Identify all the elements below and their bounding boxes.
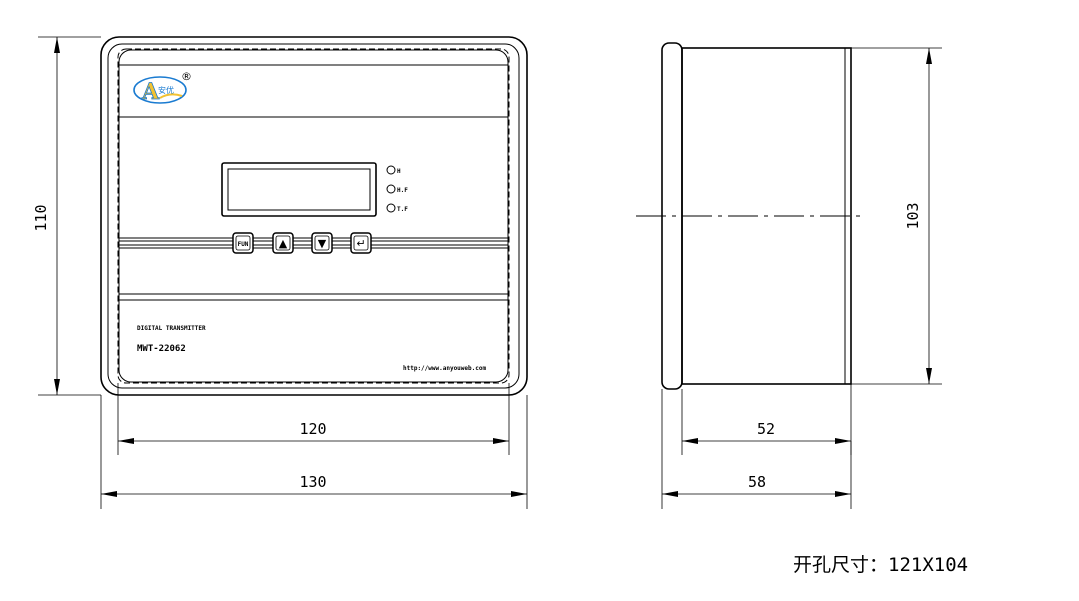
url-label: http://www.anyouweb.com	[403, 365, 486, 372]
front-face	[118, 49, 509, 383]
brand-logo: A 安优 ®	[133, 70, 192, 105]
led-h-icon	[386, 165, 396, 175]
dim-front-height: 110	[32, 36, 101, 396]
enter-arrow-icon: ↵	[356, 237, 365, 250]
led-tf-label: T.F	[397, 206, 408, 213]
logo-text: 安优	[158, 85, 174, 95]
enter-button[interactable]: ↵	[350, 232, 372, 254]
front-view: A 安优 ® H H.F T.F FUN	[100, 36, 528, 396]
dim-58-label: 58	[748, 473, 766, 491]
dim-body-depth: 52	[681, 384, 852, 455]
dim-130-label: 130	[299, 473, 326, 491]
indicator-leds: H H.F T.F	[386, 165, 408, 213]
lcd-display-outer	[221, 162, 377, 217]
registered-mark: ®	[181, 70, 192, 83]
panel-cutline	[117, 48, 510, 384]
dim-side-height: 103	[851, 47, 942, 385]
fun-button-label: FUN	[238, 241, 249, 248]
model-label: MWT-22062	[137, 344, 186, 354]
outer-bezel	[100, 36, 528, 396]
down-arrow-icon: ▼	[318, 237, 327, 250]
led-hf-icon	[386, 184, 396, 194]
logo-ellipse-icon	[133, 76, 187, 104]
dim-panel-width: 120	[117, 383, 510, 455]
led-tf-icon	[386, 203, 396, 213]
logo-letter-icon: A	[141, 79, 160, 105]
dim-total-width: 130	[100, 395, 528, 509]
dim-110-label: 110	[32, 204, 50, 231]
dim-52-label: 52	[757, 420, 775, 438]
dim-total-depth: 58	[661, 389, 852, 509]
up-button[interactable]: ▲	[272, 232, 294, 254]
cutout-note: 开孔尺寸：121X104	[793, 554, 968, 576]
led-h-label: H	[397, 168, 401, 175]
up-arrow-icon: ▲	[279, 237, 288, 250]
down-button[interactable]: ▼	[311, 232, 333, 254]
dim-103-label: 103	[904, 202, 922, 229]
fun-button[interactable]: FUN	[232, 232, 254, 254]
logo-swoosh-icon	[159, 93, 183, 99]
side-view	[636, 42, 860, 390]
led-hf-label: H.F	[397, 187, 408, 194]
inner-bezel	[107, 43, 520, 389]
dim-120-label: 120	[299, 420, 326, 438]
product-line-label: DIGITAL TRANSMITTER	[137, 325, 206, 332]
lcd-display-screen	[227, 168, 371, 211]
